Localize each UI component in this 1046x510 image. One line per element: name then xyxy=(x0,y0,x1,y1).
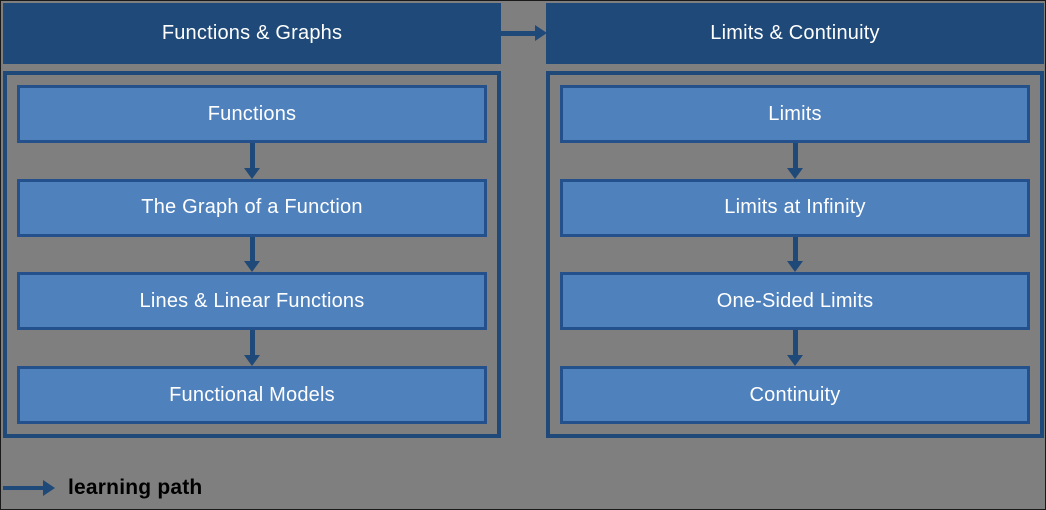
down-arrow-icon xyxy=(17,143,487,179)
arrow-shaft xyxy=(501,30,535,36)
topic-group-functions-graphs: Functions The Graph of a Function Lines … xyxy=(3,71,501,438)
legend: learning path xyxy=(3,474,202,502)
node-continuity: Continuity xyxy=(560,366,1030,425)
node-functions: Functions xyxy=(17,85,487,143)
column-connector-arrow-icon xyxy=(501,25,547,41)
column-header-functions-graphs: Functions & Graphs xyxy=(3,3,501,64)
node-limits-at-infinity: Limits at Infinity xyxy=(560,178,1030,237)
node-functional-models: Functional Models xyxy=(17,366,487,425)
column-functions-graphs: Functions & Graphs Functions The Graph o… xyxy=(3,1,501,446)
arrow-head xyxy=(43,480,55,496)
down-arrow-icon xyxy=(560,330,1030,367)
arrow-shaft xyxy=(792,236,798,262)
node-lines-linear-functions: Lines & Linear Functions xyxy=(17,272,487,331)
arrow-head xyxy=(244,261,260,273)
arrow-shaft xyxy=(249,330,255,356)
arrow-shaft xyxy=(249,143,255,168)
arrow-shaft xyxy=(792,143,798,168)
arrow-head xyxy=(244,355,260,367)
arrow-head xyxy=(535,25,547,41)
node-limits: Limits xyxy=(560,85,1030,143)
topic-group-limits-continuity: Limits Limits at Infinity One-Sided Limi… xyxy=(546,71,1044,438)
down-arrow-icon xyxy=(17,236,487,273)
down-arrow-icon xyxy=(17,330,487,367)
node-graph-of-a-function: The Graph of a Function xyxy=(17,178,487,237)
arrow-head xyxy=(787,167,803,179)
legend-label: learning path xyxy=(68,476,203,499)
arrow-shaft xyxy=(3,486,43,490)
arrow-head xyxy=(787,261,803,273)
down-arrow-icon xyxy=(560,236,1030,273)
node-one-sided-limits: One-Sided Limits xyxy=(560,272,1030,331)
arrow-head xyxy=(244,167,260,179)
column-limits-continuity: Limits & Continuity Limits Limits at Inf… xyxy=(546,1,1044,446)
column-header-limits-continuity: Limits & Continuity xyxy=(546,3,1044,64)
arrow-shaft xyxy=(792,330,798,356)
arrow-head xyxy=(787,355,803,367)
arrow-shaft xyxy=(249,236,255,262)
down-arrow-icon xyxy=(560,143,1030,179)
learning-path-arrow-icon xyxy=(3,480,55,496)
